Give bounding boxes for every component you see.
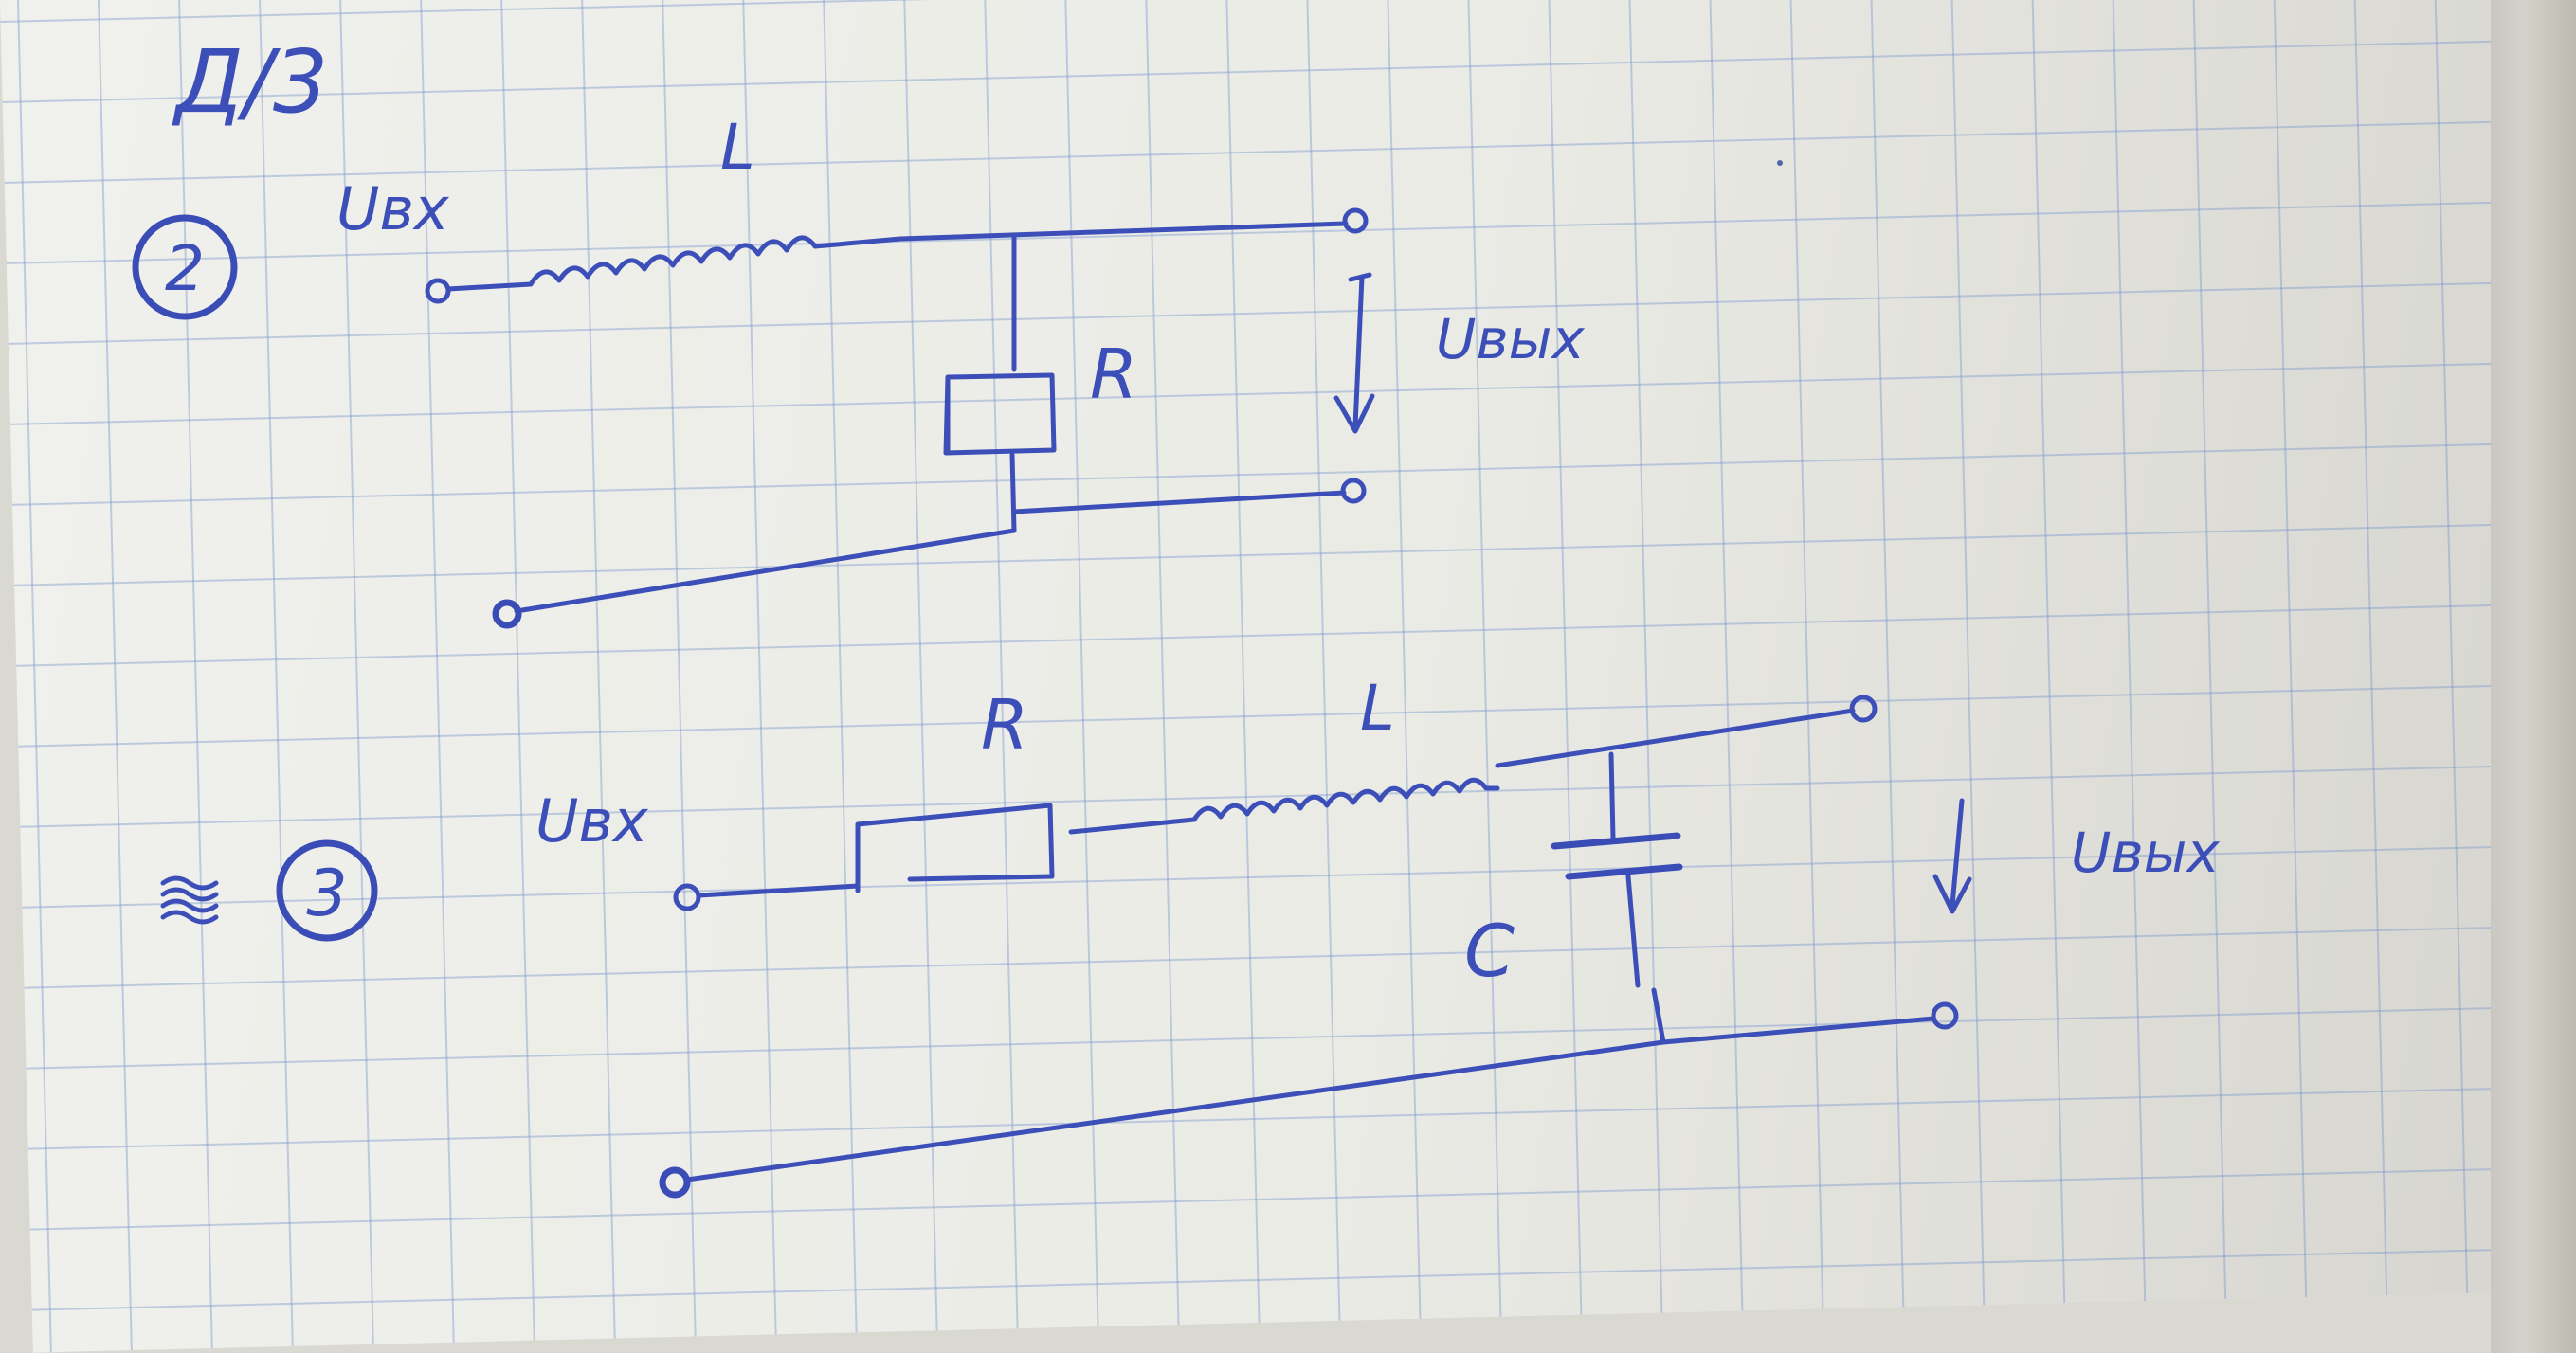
circuit-2-top-wire bbox=[898, 221, 1349, 242]
heading-text: Д/3 bbox=[172, 31, 328, 133]
circuit-2-input-label: Uвх bbox=[336, 174, 450, 244]
circuit-3: 3 Uвх R L C Uвых bbox=[160, 672, 2220, 1199]
circuit-2-input-wire bbox=[445, 281, 534, 292]
circuit-3-number: 3 bbox=[306, 857, 347, 931]
circuit-3-capacitor-plate-top bbox=[1551, 832, 1681, 850]
circuit-2-resistor-label: R bbox=[1090, 334, 1137, 414]
circuit-3-input-label: Uвх bbox=[535, 786, 649, 856]
circuit-2-resistor bbox=[943, 372, 1057, 456]
circuit-3-capacitor-plate-bottom bbox=[1565, 863, 1683, 880]
circuit-2-number: 2 bbox=[165, 232, 205, 305]
circuit-3-capacitor-upper-wire bbox=[1608, 751, 1616, 841]
circuit-3-resistor bbox=[855, 803, 1055, 893]
notebook-edge bbox=[2491, 0, 2576, 1353]
circuit-2-input-terminal bbox=[425, 278, 451, 304]
circuit-2-output-arrow bbox=[1333, 272, 1375, 434]
circuit-3-output-top-terminal bbox=[1849, 695, 1878, 723]
circuit-3-resistor-label: R bbox=[981, 685, 1028, 765]
circuit-2-inductor-label: L bbox=[720, 111, 755, 184]
circuit-3-input-terminal bbox=[673, 883, 701, 911]
scribble-mark bbox=[160, 875, 219, 925]
circuit-3-output-bottom-terminal bbox=[1931, 1001, 1959, 1030]
circuit-2-ground-wire bbox=[514, 528, 1017, 614]
circuit-2-output-bottom-wire bbox=[1011, 490, 1347, 514]
circuit-2: 2 Uвх L R Uвых bbox=[132, 111, 1585, 629]
circuit-3-number-circle bbox=[276, 839, 378, 942]
circuit-2-output-bottom-terminal bbox=[1340, 478, 1367, 504]
circuit-2-inductor bbox=[528, 235, 903, 287]
circuit-3-top-wire bbox=[1495, 708, 1856, 768]
circuit-2-number-circle bbox=[132, 214, 238, 320]
circuit-3-series-wire bbox=[1068, 817, 1197, 835]
circuit-2-output-label: Uвых bbox=[1436, 307, 1585, 371]
circuit-3-output-bottom-wire bbox=[1660, 1016, 1936, 1045]
circuit-3-inductor-label: L bbox=[1360, 672, 1395, 745]
circuit-2-ground-terminal bbox=[492, 599, 522, 629]
circuit-2-resistor-lower-wire bbox=[1009, 452, 1017, 533]
circuit-3-capacitor-label: C bbox=[1464, 909, 1515, 993]
circuit-3-inductor bbox=[1191, 777, 1500, 822]
circuit-3-capacitor-lower-wire bbox=[1625, 874, 1666, 1045]
circuit-3-output-arrow bbox=[1932, 798, 1972, 914]
circuit-3-output-label: Uвых bbox=[2071, 821, 2220, 885]
circuit-2-output-top-terminal bbox=[1342, 207, 1369, 234]
circuit-3-input-wire bbox=[697, 883, 861, 898]
circuit-3-ground-terminal bbox=[659, 1166, 691, 1199]
ink-dot bbox=[1777, 160, 1783, 166]
circuit-3-ground-wire bbox=[684, 1039, 1666, 1182]
